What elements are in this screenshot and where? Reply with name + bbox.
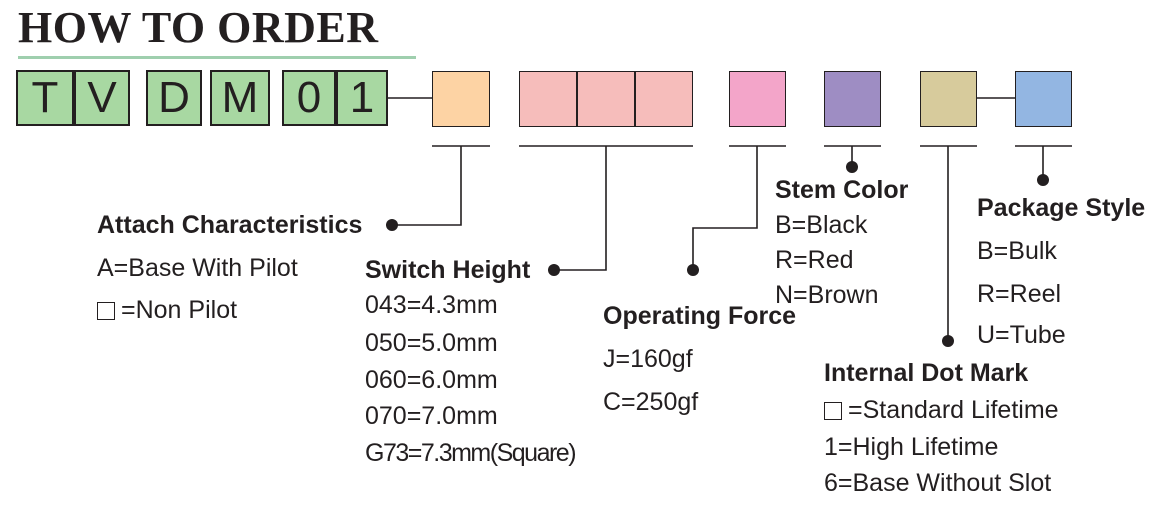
stem-pointer-dot <box>846 161 858 173</box>
height-heading: Switch Height <box>365 256 531 284</box>
stem-heading: Stem Color <box>775 176 909 204</box>
force-option: C=250gf <box>603 388 699 416</box>
height-option: 060=6.0mm <box>365 366 498 394</box>
dot-heading: Internal Dot Mark <box>824 359 1029 387</box>
height-option: 050=5.0mm <box>365 329 498 357</box>
package-heading: Package Style <box>977 194 1146 222</box>
code-digit-0: 0 <box>282 70 336 126</box>
force-pointer-dot <box>687 264 699 276</box>
stem-option: N=Brown <box>775 281 879 309</box>
height-pointer-dot <box>548 264 560 276</box>
code-letter-d: D <box>146 70 202 126</box>
code-digit-1: 1 <box>336 70 388 126</box>
package-option: B=Bulk <box>977 237 1057 265</box>
dot-pointer-dot <box>942 335 954 347</box>
slot-dot <box>920 71 977 127</box>
attach-option: =Non Pilot <box>97 296 237 324</box>
attach-option-label: =Non Pilot <box>121 296 238 324</box>
title-underline <box>18 56 416 59</box>
dot-option-label: =Standard Lifetime <box>848 396 1059 424</box>
dot-option: 6=Base Without Slot <box>824 469 1052 497</box>
slot-height-3 <box>635 71 693 127</box>
stem-option: B=Black <box>775 211 868 239</box>
dot-option: =Standard Lifetime <box>824 396 1059 424</box>
slot-height-2 <box>577 71 635 127</box>
force-option: J=160gf <box>603 345 693 373</box>
package-pointer-dot <box>1037 174 1049 186</box>
dot-option: 1=High Lifetime <box>824 433 999 461</box>
height-option: G73=7.3mm(Square) <box>365 439 577 467</box>
blank-checkbox-icon <box>97 302 115 320</box>
attach-pointer-dot <box>386 219 398 231</box>
code-letter-t: T <box>16 70 74 126</box>
blank-checkbox-icon <box>824 402 842 420</box>
package-option: R=Reel <box>977 280 1062 308</box>
slot-force <box>729 71 786 127</box>
attach-heading: Attach Characteristics <box>97 211 363 239</box>
slot-package <box>1015 71 1072 127</box>
slot-height-1 <box>519 71 577 127</box>
stem-option: R=Red <box>775 246 854 274</box>
slot-stem <box>824 71 881 127</box>
slot-attach <box>432 71 490 127</box>
code-letter-v: V <box>74 70 130 126</box>
package-option: U=Tube <box>977 321 1066 349</box>
force-heading: Operating Force <box>603 302 797 330</box>
page-title: HOW TO ORDER <box>18 3 379 52</box>
code-letter-m: M <box>210 70 270 126</box>
height-option: 043=4.3mm <box>365 291 498 319</box>
attach-option: A=Base With Pilot <box>97 254 298 282</box>
height-option: 070=7.0mm <box>365 402 498 430</box>
